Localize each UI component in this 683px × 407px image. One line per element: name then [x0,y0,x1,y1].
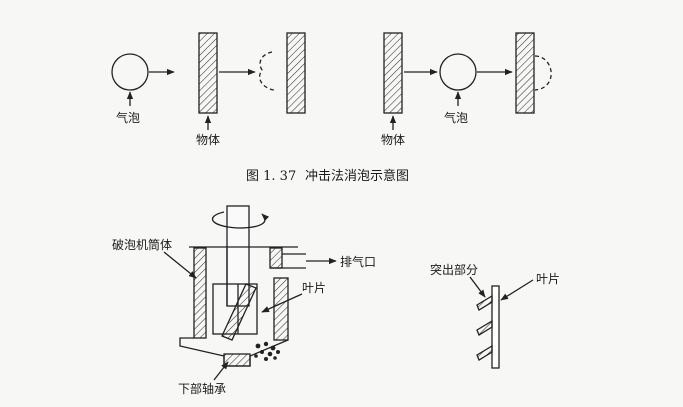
foam-particles [254,341,280,361]
label-object-right: 物体 [381,133,405,147]
rotation-arrow [211,211,270,229]
object-hatched-right [383,32,403,114]
label-protrusion: 突出部分 [430,262,478,277]
defoamer-machine [163,205,337,381]
figure-caption-title: 冲击法消泡示意图 [305,168,409,184]
label-exhaust-port: 排气口 [340,254,376,269]
wall-hatched-left [286,32,306,114]
leader-blade [261,293,303,313]
label-bubble-right: 气泡 [444,110,468,125]
protrusion-1 [476,294,493,311]
protrusion-3 [476,344,493,361]
object-hatched-left [198,32,218,114]
bubble-circle-left [111,53,149,91]
leader-protrusion [469,276,486,298]
label-machine-body: 破泡机筒体 [112,237,172,252]
cylinder-wall-left [193,247,207,339]
figure-caption-number: 图 1. 37 [246,169,296,184]
impact-scene-right [383,32,552,130]
blade-detail [469,276,534,369]
bubble-circle-right [439,53,477,91]
impact-scene-left [111,32,306,130]
flattened-bubble-dashed [534,55,552,91]
label-detail-blade: 叶片 [536,272,560,286]
label-blade: 叶片 [302,281,326,295]
lower-bearing-block [223,353,251,367]
leader-lower-bearing [213,361,229,381]
label-lower-bearing: 下部轴承 [178,381,226,396]
protrusion-2 [476,319,493,336]
leader-detail-blade [500,279,534,301]
blade-plate [491,285,500,369]
leader-machine-body [163,251,197,279]
cylinder-wall-right-lower [273,277,289,341]
slanted-blade [221,283,257,341]
cylinder-wall-right-upper [269,247,283,269]
label-bubble-left: 气泡 [116,110,140,125]
label-object-left: 物体 [196,133,220,147]
wall-hatched-right [515,32,535,114]
burst-bubble-dashed [259,51,275,91]
